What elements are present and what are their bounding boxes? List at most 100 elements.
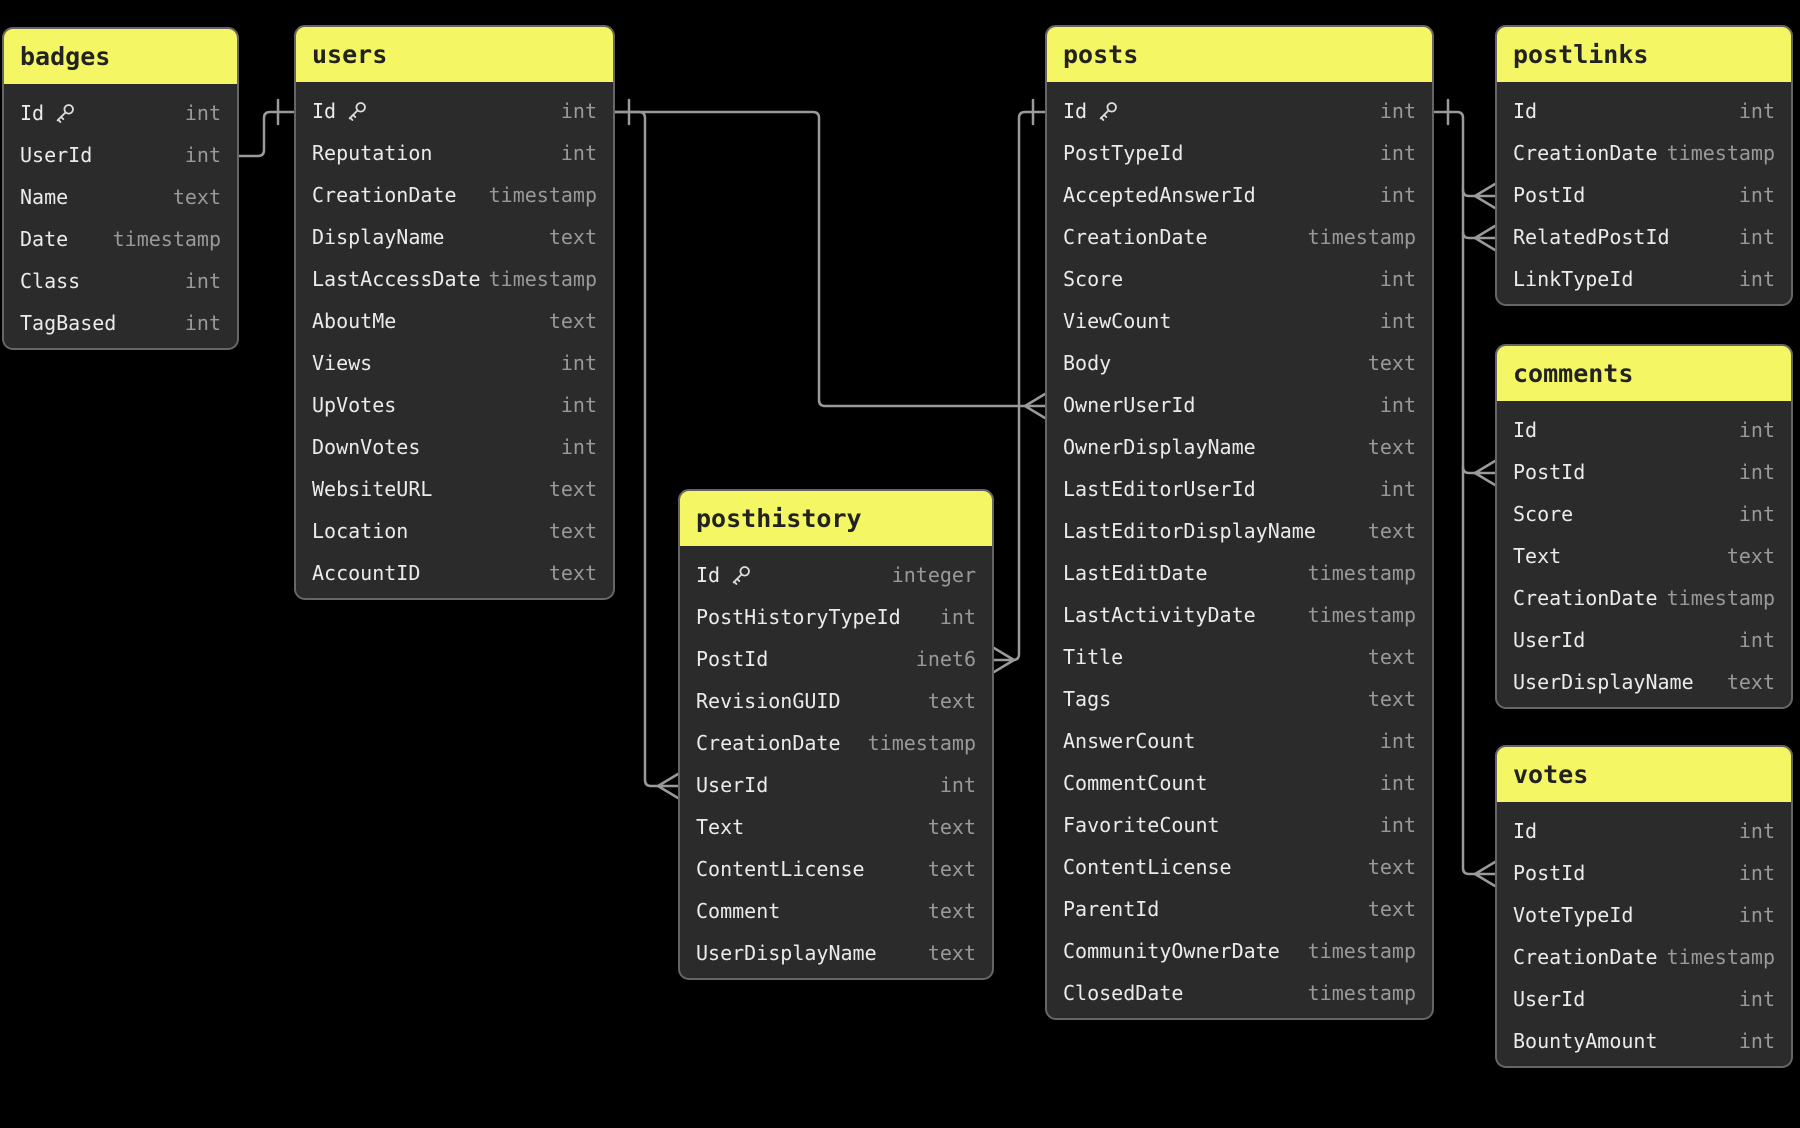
- column-row-postlinks-Id[interactable]: Id int: [1497, 90, 1791, 132]
- column-type: int: [560, 351, 597, 375]
- column-row-posts-Body[interactable]: Body text: [1047, 342, 1432, 384]
- column-row-postlinks-RelatedPostId[interactable]: RelatedPostId int: [1497, 216, 1791, 258]
- column-row-posts-FavoriteCount[interactable]: FavoriteCount int: [1047, 804, 1432, 846]
- column-row-comments-Score[interactable]: Score int: [1497, 493, 1791, 535]
- column-row-users-Reputation[interactable]: Reputation int: [296, 132, 613, 174]
- column-row-posthistory-UserDisplayName[interactable]: UserDisplayName text: [680, 932, 992, 974]
- relationship-postlinks-RelatedPostId-to-posts-Id: [1461, 224, 1497, 252]
- table-posthistory[interactable]: posthistory Id integer PostHistoryTypeId…: [678, 489, 994, 980]
- column-name: UserId: [1513, 987, 1586, 1011]
- table-postlinks[interactable]: postlinks Id int CreationDate timestamp …: [1495, 25, 1793, 306]
- column-row-posts-AnswerCount[interactable]: AnswerCount int: [1047, 720, 1432, 762]
- column-row-users-Id[interactable]: Id int: [296, 90, 613, 132]
- column-row-comments-CreationDate[interactable]: CreationDate timestamp: [1497, 577, 1791, 619]
- column-row-users-CreationDate[interactable]: CreationDate timestamp: [296, 174, 613, 216]
- table-header[interactable]: users: [296, 27, 613, 82]
- table-header[interactable]: posts: [1047, 27, 1432, 82]
- column-row-posts-LastEditDate[interactable]: LastEditDate timestamp: [1047, 552, 1432, 594]
- primary-key-icon: [56, 103, 74, 123]
- column-row-posthistory-RevisionGUID[interactable]: RevisionGUID text: [680, 680, 992, 722]
- column-row-users-LastAccessDate[interactable]: LastAccessDate timestamp: [296, 258, 613, 300]
- column-row-badges-UserId[interactable]: UserId int: [4, 134, 237, 176]
- column-row-posts-CreationDate[interactable]: CreationDate timestamp: [1047, 216, 1432, 258]
- column-row-votes-VoteTypeId[interactable]: VoteTypeId int: [1497, 894, 1791, 936]
- table-header[interactable]: votes: [1497, 747, 1791, 802]
- column-type: int: [560, 435, 597, 459]
- table-header[interactable]: comments: [1497, 346, 1791, 401]
- column-row-posts-OwnerDisplayName[interactable]: OwnerDisplayName text: [1047, 426, 1432, 468]
- column-row-users-WebsiteURL[interactable]: WebsiteURL text: [296, 468, 613, 510]
- column-row-posts-ViewCount[interactable]: ViewCount int: [1047, 300, 1432, 342]
- column-row-badges-Id[interactable]: Id int: [4, 92, 237, 134]
- column-row-votes-BountyAmount[interactable]: BountyAmount int: [1497, 1020, 1791, 1062]
- column-row-posthistory-UserId[interactable]: UserId int: [680, 764, 992, 806]
- column-row-users-UpVotes[interactable]: UpVotes int: [296, 384, 613, 426]
- column-row-posthistory-CreationDate[interactable]: CreationDate timestamp: [680, 722, 992, 764]
- column-type: int: [939, 605, 976, 629]
- column-row-comments-UserId[interactable]: UserId int: [1497, 619, 1791, 661]
- table-comments[interactable]: comments Id int PostId int Score int Tex…: [1495, 344, 1793, 709]
- column-row-posts-ClosedDate[interactable]: ClosedDate timestamp: [1047, 972, 1432, 1014]
- column-row-posthistory-Id[interactable]: Id integer: [680, 554, 992, 596]
- column-row-comments-Id[interactable]: Id int: [1497, 409, 1791, 451]
- column-row-postlinks-LinkTypeId[interactable]: LinkTypeId int: [1497, 258, 1791, 300]
- column-row-users-DisplayName[interactable]: DisplayName text: [296, 216, 613, 258]
- relationship-badges-UserId-to-users-Id: [237, 98, 296, 158]
- column-name: LinkTypeId: [1513, 267, 1634, 291]
- column-row-posts-PostTypeId[interactable]: PostTypeId int: [1047, 132, 1432, 174]
- column-row-votes-Id[interactable]: Id int: [1497, 810, 1791, 852]
- column-type: text: [1367, 687, 1416, 711]
- column-row-posts-OwnerUserId[interactable]: OwnerUserId int: [1047, 384, 1432, 426]
- column-row-votes-UserId[interactable]: UserId int: [1497, 978, 1791, 1020]
- table-votes[interactable]: votes Id int PostId int VoteTypeId int C…: [1495, 745, 1793, 1068]
- column-row-users-Location[interactable]: Location text: [296, 510, 613, 552]
- column-row-votes-PostId[interactable]: PostId int: [1497, 852, 1791, 894]
- column-row-posthistory-PostId[interactable]: PostId inet6: [680, 638, 992, 680]
- column-row-badges-Class[interactable]: Class int: [4, 260, 237, 302]
- column-row-badges-TagBased[interactable]: TagBased int: [4, 302, 237, 344]
- column-row-posts-Score[interactable]: Score int: [1047, 258, 1432, 300]
- table-header[interactable]: posthistory: [680, 491, 992, 546]
- column-row-postlinks-CreationDate[interactable]: CreationDate timestamp: [1497, 132, 1791, 174]
- column-row-posts-ParentId[interactable]: ParentId text: [1047, 888, 1432, 930]
- column-row-comments-PostId[interactable]: PostId int: [1497, 451, 1791, 493]
- column-row-users-DownVotes[interactable]: DownVotes int: [296, 426, 613, 468]
- table-header[interactable]: postlinks: [1497, 27, 1791, 82]
- column-row-comments-UserDisplayName[interactable]: UserDisplayName text: [1497, 661, 1791, 703]
- column-row-badges-Name[interactable]: Name text: [4, 176, 237, 218]
- table-posts[interactable]: posts Id int PostTypeId int AcceptedAnsw…: [1045, 25, 1434, 1020]
- column-row-posthistory-PostHistoryTypeId[interactable]: PostHistoryTypeId int: [680, 596, 992, 638]
- column-row-posts-CommentCount[interactable]: CommentCount int: [1047, 762, 1432, 804]
- column-type: timestamp: [488, 183, 597, 207]
- column-row-badges-Date[interactable]: Date timestamp: [4, 218, 237, 260]
- column-row-posts-Tags[interactable]: Tags text: [1047, 678, 1432, 720]
- column-row-posts-LastEditorUserId[interactable]: LastEditorUserId int: [1047, 468, 1432, 510]
- column-name: PostId: [1513, 183, 1586, 207]
- column-type: int: [1379, 477, 1416, 501]
- column-row-posts-AcceptedAnswerId[interactable]: AcceptedAnswerId int: [1047, 174, 1432, 216]
- column-type: int: [1379, 393, 1416, 417]
- column-row-posts-Title[interactable]: Title text: [1047, 636, 1432, 678]
- table-badges[interactable]: badges Id int UserId int Name text Date …: [2, 27, 239, 350]
- column-type: text: [548, 519, 597, 543]
- column-row-users-Views[interactable]: Views int: [296, 342, 613, 384]
- column-row-posts-LastEditorDisplayName[interactable]: LastEditorDisplayName text: [1047, 510, 1432, 552]
- column-name: LastActivityDate: [1063, 603, 1256, 627]
- table-users[interactable]: users Id int Reputation int CreationDate…: [294, 25, 615, 600]
- column-row-posthistory-Comment[interactable]: Comment text: [680, 890, 992, 932]
- column-row-posthistory-ContentLicense[interactable]: ContentLicense text: [680, 848, 992, 890]
- column-row-posts-ContentLicense[interactable]: ContentLicense text: [1047, 846, 1432, 888]
- column-row-comments-Text[interactable]: Text text: [1497, 535, 1791, 577]
- table-header[interactable]: badges: [4, 29, 237, 84]
- column-row-posts-LastActivityDate[interactable]: LastActivityDate timestamp: [1047, 594, 1432, 636]
- column-row-posthistory-Text[interactable]: Text text: [680, 806, 992, 848]
- column-row-votes-CreationDate[interactable]: CreationDate timestamp: [1497, 936, 1791, 978]
- column-row-users-AboutMe[interactable]: AboutMe text: [296, 300, 613, 342]
- column-row-posts-Id[interactable]: Id int: [1047, 90, 1432, 132]
- column-row-postlinks-PostId[interactable]: PostId int: [1497, 174, 1791, 216]
- column-row-posts-CommunityOwnerDate[interactable]: CommunityOwnerDate timestamp: [1047, 930, 1432, 972]
- column-row-users-AccountID[interactable]: AccountID text: [296, 552, 613, 594]
- column-type: text: [1367, 351, 1416, 375]
- column-name: AnswerCount: [1063, 729, 1196, 753]
